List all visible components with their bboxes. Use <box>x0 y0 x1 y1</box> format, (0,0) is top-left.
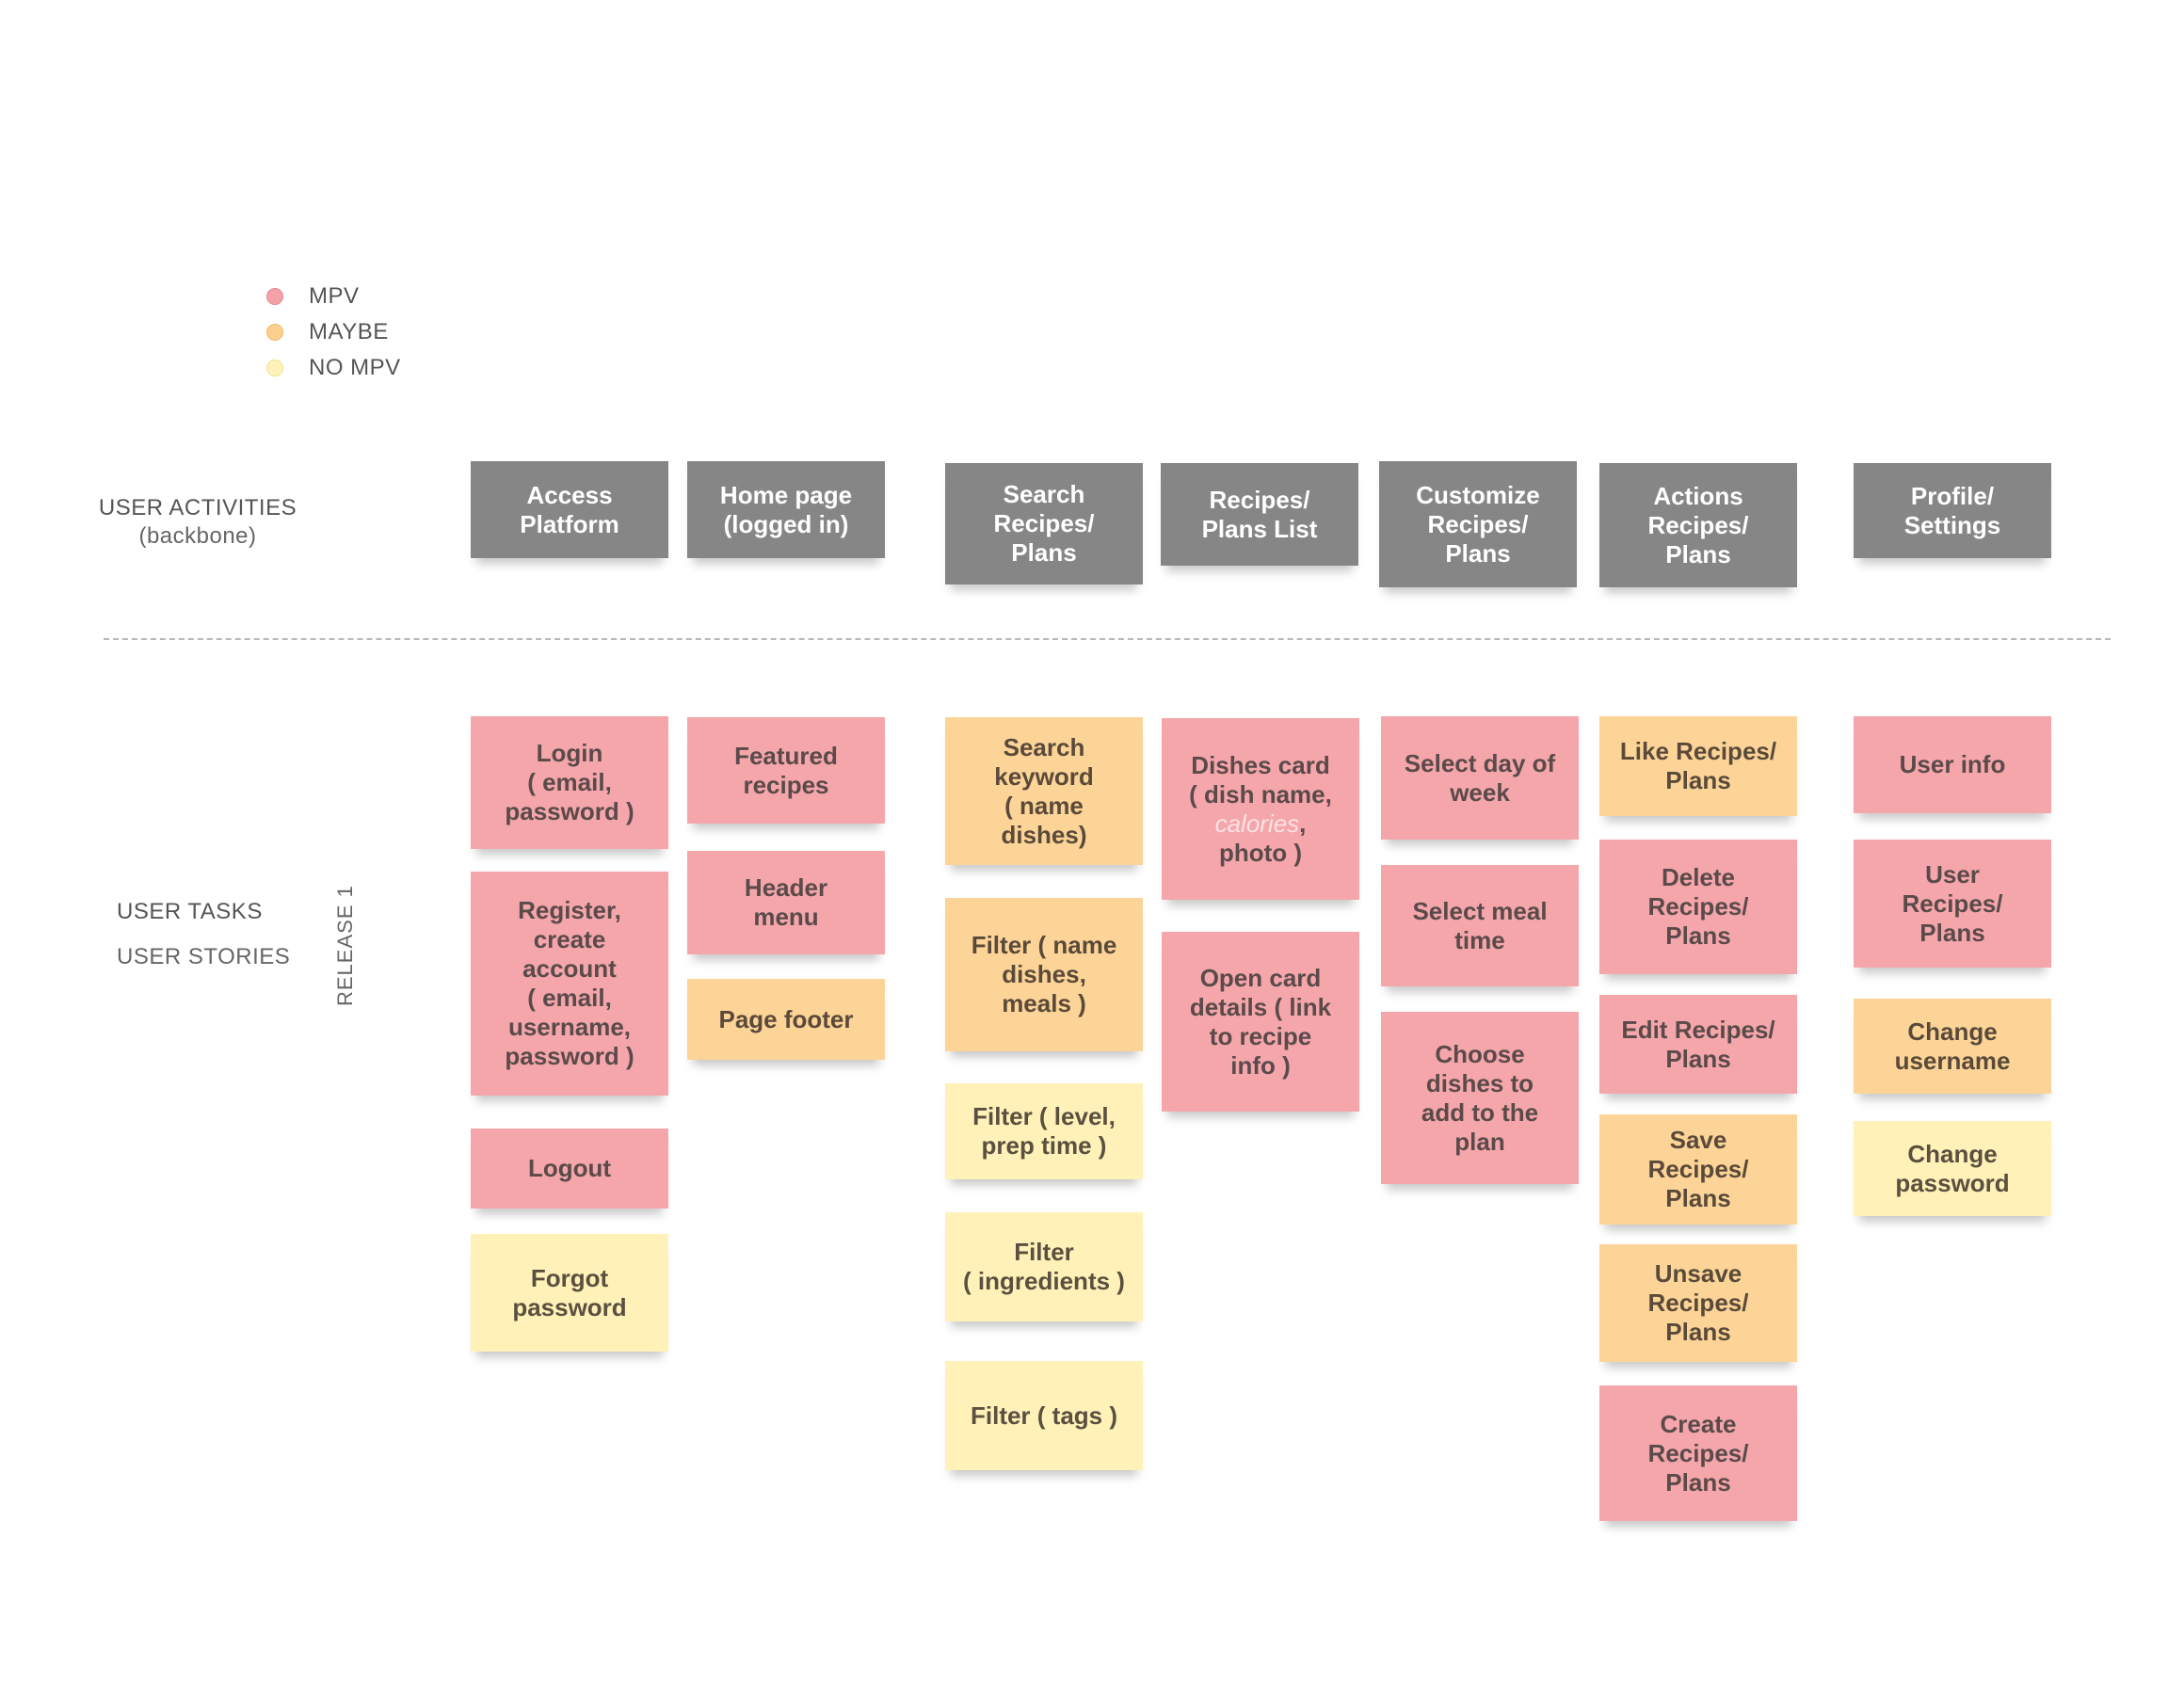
release-1-label: RELEASE 1 <box>333 885 357 1006</box>
activity-label: Recipes/ Plans List <box>1201 485 1318 543</box>
story-label: Filter ( level, prep time ) <box>972 1102 1116 1160</box>
story-label: Unsave Recipes/ Plans <box>1647 1259 1749 1346</box>
story-label: Select day of week <box>1404 748 1556 807</box>
story-label: ( dish name, <box>1189 779 1332 808</box>
activity-recipes-plans-list[interactable]: Recipes/ Plans List <box>1161 463 1358 566</box>
story-featured-recipes[interactable]: Featured recipes <box>687 717 885 824</box>
story-label: Forgot password <box>512 1263 627 1321</box>
story-label: User Recipes/ Plans <box>1902 859 2003 947</box>
story-label: Featured recipes <box>734 741 838 799</box>
user-stories-label: USER STORIES <box>117 944 291 969</box>
story-user-recipes[interactable]: User Recipes/ Plans <box>1854 840 2051 968</box>
story-forgot-password[interactable]: Forgot password <box>471 1234 668 1352</box>
story-label: Save Recipes/ Plans <box>1647 1126 1749 1212</box>
story-user-info[interactable]: User info <box>1854 716 2051 813</box>
activity-customize[interactable]: Customize Recipes/ Plans <box>1379 461 1577 587</box>
story-label: Edit Recipes/ Plans <box>1621 1015 1775 1073</box>
activity-actions[interactable]: Actions Recipes/ Plans <box>1599 463 1797 587</box>
activity-label: Access Platform <box>520 480 619 538</box>
story-filter-ingredients[interactable]: Filter ( ingredients ) <box>945 1212 1143 1321</box>
story-label: Open card details ( link to recipe info … <box>1189 963 1332 1080</box>
legend-item-mpv: MPV <box>266 282 360 311</box>
story-dishes-card[interactable]: Dishes card ( dish name, calories, photo… <box>1162 718 1359 900</box>
story-label: Like Recipes/ Plans <box>1619 737 1777 794</box>
story-label: Choose dishes to add to the plan <box>1421 1039 1539 1156</box>
story-filter-level[interactable]: Filter ( level, prep time ) <box>945 1083 1143 1179</box>
story-label: Register, create account ( email, userna… <box>505 896 634 1070</box>
activity-label: Search Recipes/ Plans <box>993 480 1095 567</box>
story-label-line: calories, <box>1215 809 1307 839</box>
story-logout[interactable]: Logout <box>471 1129 668 1209</box>
story-label: Search keyword ( name dishes) <box>994 732 1094 849</box>
story-label: Delete Recipes/ Plans <box>1647 863 1749 950</box>
story-label: Dishes card <box>1191 750 1330 779</box>
story-edit[interactable]: Edit Recipes/ Plans <box>1599 995 1797 1094</box>
story-open-card-details[interactable]: Open card details ( link to recipe info … <box>1162 932 1359 1112</box>
legend-label: MAYBE <box>309 319 389 344</box>
mpv-dot-icon <box>266 288 283 305</box>
story-select-meal-time[interactable]: Select meal time <box>1381 865 1579 986</box>
activity-access-platform[interactable]: Access Platform <box>471 461 668 558</box>
user-tasks-label: USER TASKS <box>117 899 263 924</box>
story-header-menu[interactable]: Header menu <box>687 851 885 954</box>
story-label: Change password <box>1895 1139 2010 1197</box>
story-label: Change username <box>1894 1017 2011 1075</box>
legend-item-maybe: MAYBE <box>266 318 389 346</box>
activity-label: Home page (logged in) <box>719 480 853 538</box>
story-page-footer[interactable]: Page footer <box>687 979 885 1060</box>
story-create[interactable]: Create Recipes/ Plans <box>1599 1385 1797 1521</box>
activity-profile-settings[interactable]: Profile/ Settings <box>1854 463 2051 558</box>
story-label: User info <box>1899 750 2006 778</box>
story-label: photo ) <box>1218 838 1303 867</box>
story-save[interactable]: Save Recipes/ Plans <box>1599 1114 1797 1225</box>
story-unsave[interactable]: Unsave Recipes/ Plans <box>1599 1244 1797 1362</box>
story-filter-tags[interactable]: Filter ( tags ) <box>945 1361 1143 1470</box>
story-label: Logout <box>527 1154 612 1182</box>
story-login[interactable]: Login ( email, password ) <box>471 716 668 849</box>
story-like[interactable]: Like Recipes/ Plans <box>1599 716 1797 816</box>
calories-text: calories <box>1214 808 1300 838</box>
story-label: Create Recipes/ Plans <box>1647 1409 1749 1497</box>
activity-search[interactable]: Search Recipes/ Plans <box>945 463 1143 584</box>
activity-label: Customize Recipes/ Plans <box>1416 480 1540 568</box>
activity-label: Actions Recipes/ Plans <box>1647 481 1749 568</box>
legend-item-no-mpv: NO MPV <box>266 354 401 382</box>
story-change-password[interactable]: Change password <box>1854 1121 2051 1216</box>
activity-label: Profile/ Settings <box>1903 481 2001 539</box>
legend-label: MPV <box>309 283 360 309</box>
no-mpv-dot-icon <box>266 360 283 376</box>
story-label: Filter ( tags ) <box>970 1401 1117 1430</box>
story-label: Login ( email, password ) <box>505 739 634 825</box>
story-change-username[interactable]: Change username <box>1854 999 2051 1094</box>
backbone-label: (backbone) <box>138 523 257 549</box>
maybe-dot-icon <box>266 324 283 341</box>
story-label: Page footer <box>718 1004 854 1033</box>
story-delete[interactable]: Delete Recipes/ Plans <box>1599 840 1797 974</box>
story-label: Select meal time <box>1412 896 1548 954</box>
story-label: Filter ( name dishes, meals ) <box>971 931 1117 1017</box>
dashed-divider <box>104 638 2111 640</box>
story-filter-name[interactable]: Filter ( name dishes, meals ) <box>945 898 1143 1051</box>
story-choose-dishes[interactable]: Choose dishes to add to the plan <box>1381 1012 1579 1184</box>
story-register[interactable]: Register, create account ( email, userna… <box>471 872 668 1096</box>
story-search-keyword[interactable]: Search keyword ( name dishes) <box>945 717 1143 865</box>
activity-home-page[interactable]: Home page (logged in) <box>687 461 885 558</box>
user-activities-heading: USER ACTIVITIES (backbone) <box>94 495 301 550</box>
legend-label: NO MPV <box>309 355 401 380</box>
story-label: Filter ( ingredients ) <box>963 1238 1125 1295</box>
comma-text: , <box>1299 808 1307 838</box>
story-label: Header menu <box>744 873 828 931</box>
user-activities-label: USER ACTIVITIES <box>98 495 297 520</box>
story-select-day[interactable]: Select day of week <box>1381 716 1579 840</box>
